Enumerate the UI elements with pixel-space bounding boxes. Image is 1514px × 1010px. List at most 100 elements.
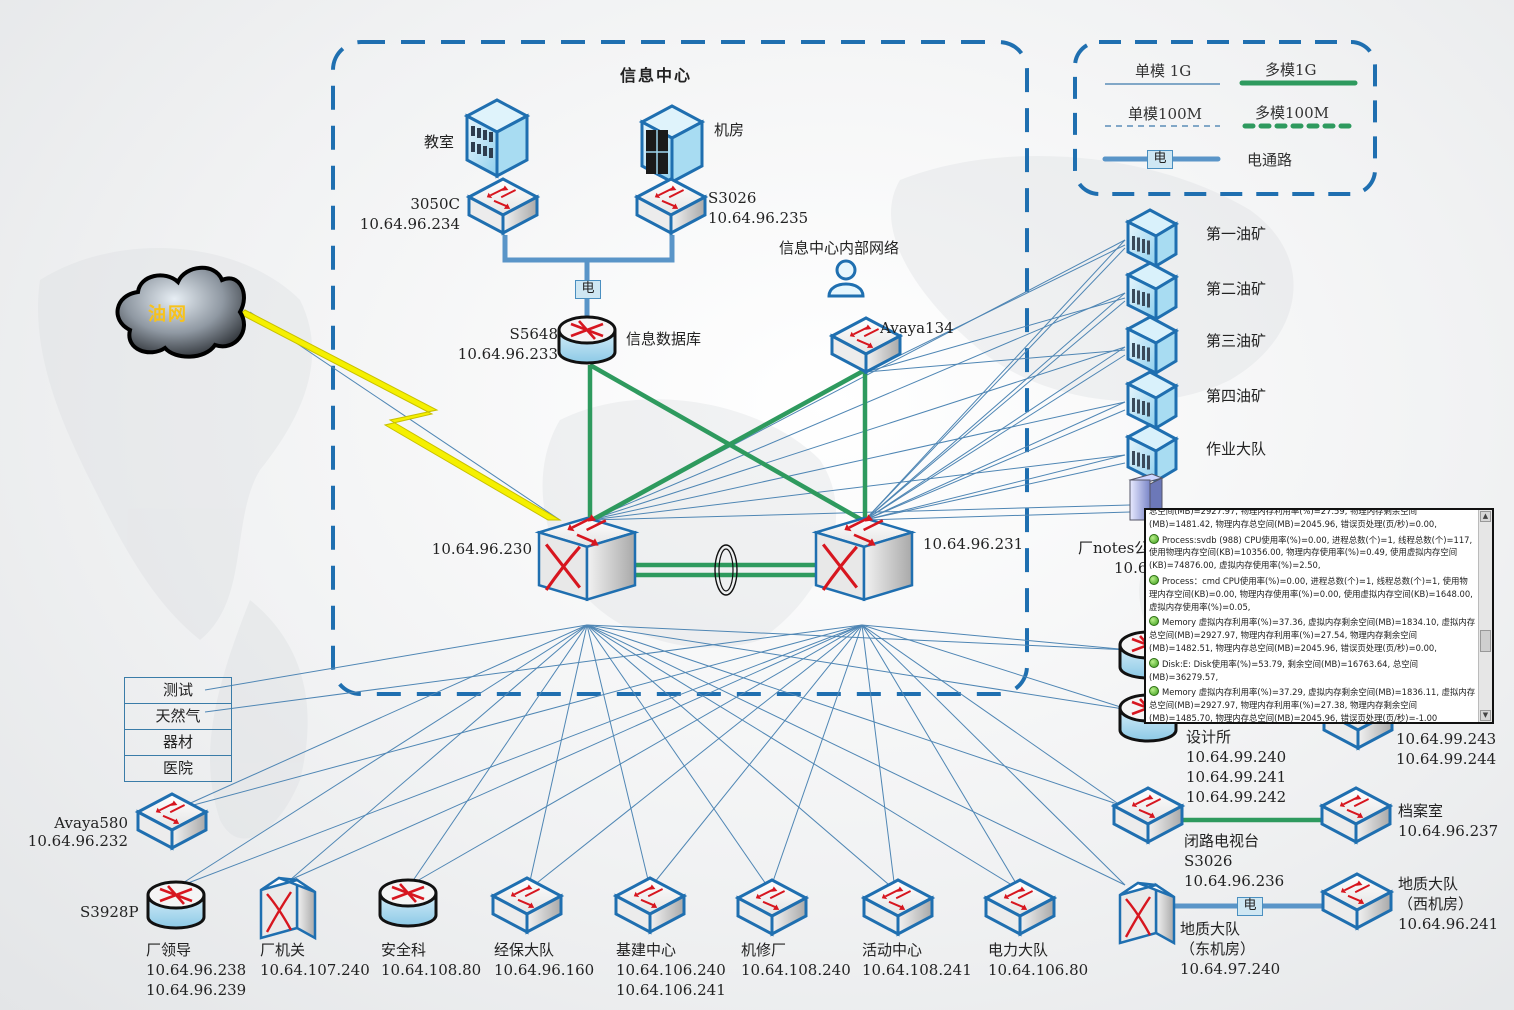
avaya134-label: Avaya134: [880, 319, 954, 337]
oil-mine-3-label: 第三油矿: [1206, 332, 1267, 350]
router-safety-dept[interactable]: [378, 878, 438, 928]
wireless-link-bolt-icon: [239, 309, 562, 521]
node-cctv: 闭路电视台 S3026 10.64.96.236: [1184, 832, 1285, 890]
legend-multi-100m-label: 多模100M: [1255, 104, 1329, 122]
scroll-thumb[interactable]: [1480, 630, 1491, 652]
node-construction-center: 基建中心 10.64.106.240 10.64.106.241: [616, 941, 726, 999]
single-mode-links: [174, 239, 1131, 891]
status-ok-icon: [1149, 657, 1159, 668]
oil-mine-2-label: 第二油矿: [1206, 280, 1267, 298]
sw-s3026-model: S3026: [708, 189, 757, 207]
switch-cctv[interactable]: [1110, 786, 1186, 845]
classroom-label: 教室: [424, 133, 455, 151]
switch-avaya580[interactable]: [134, 792, 210, 851]
link-aggregation-ring: [714, 544, 738, 596]
category-item: 天然气: [125, 704, 231, 730]
node-right-switch: 10.64.99.243 10.64.99.244: [1396, 730, 1497, 768]
node-power-brigade: 电力大队 10.64.106.80: [988, 941, 1089, 979]
switch-geo-west[interactable]: [1319, 872, 1395, 931]
switch-avaya134[interactable]: [828, 316, 904, 375]
switch-security-brigade[interactable]: [489, 876, 565, 935]
core-right-ip: 10.64.96.231: [923, 535, 1024, 553]
popup-content: 总空间(MB)=2927.97, 物理内存利用率(%)=27.59, 物理内存剩…: [1149, 508, 1476, 723]
info-center-title: 信息中心: [620, 66, 693, 85]
switch-s3026[interactable]: [633, 177, 709, 236]
category-item: 测试: [125, 678, 231, 704]
notes-server-ip: 10.6: [1114, 559, 1148, 577]
category-list: 测试 天然气 器材 医院: [124, 677, 232, 782]
operation-brigade-label: 作业大队: [1206, 440, 1267, 458]
legend-single-100m-label: 单模100M: [1128, 105, 1202, 123]
internal-network-label: 信息中心内部网络: [779, 239, 900, 257]
node-activity-center: 活动中心 10.64.108.241: [862, 941, 972, 979]
info-database-label: 信息数据库: [626, 330, 702, 348]
legend-frame: [1073, 40, 1377, 196]
user-icon: [827, 259, 865, 298]
monitoring-popup[interactable]: 总空间(MB)=2927.97, 物理内存利用率(%)=27.59, 物理内存剩…: [1144, 508, 1494, 724]
core-left-ip: 10.64.96.230: [431, 540, 532, 558]
legend-electric-tag: 电: [1147, 150, 1173, 169]
popup-scrollbar[interactable]: ▲ ▼: [1478, 510, 1492, 722]
node-safety-dept: 安全科 10.64.108.80: [381, 941, 482, 979]
node-geo-west: 地质大队 （西机房） 10.64.96.241: [1398, 875, 1499, 933]
category-item: 医院: [162, 759, 193, 777]
avaya580-model: Avaya580: [54, 814, 128, 832]
cloud-icon: [115, 265, 246, 359]
switch-geo-east[interactable]: [1118, 881, 1176, 946]
node-security-brigade: 经保大队 10.64.96.160: [494, 941, 595, 979]
status-ok-icon: [1149, 533, 1159, 544]
node-factory-leaders: 厂领导 10.64.96.238 10.64.96.239: [146, 941, 247, 999]
geo-electric-tag: 电: [1237, 897, 1263, 916]
switch-construction-center[interactable]: [612, 876, 688, 935]
legend-single-1g-label: 单模 1G: [1135, 62, 1192, 80]
node-design-institute: 设计所 10.64.99.240 10.64.99.241 10.64.99.2…: [1186, 728, 1287, 806]
s3928p-model: S3928P: [80, 903, 139, 921]
oil-mine-building-icon-1: [1124, 208, 1180, 269]
status-ok-icon: [1149, 616, 1159, 627]
switch-archive[interactable]: [1318, 786, 1394, 845]
core-switch-left[interactable]: [534, 514, 640, 602]
switch-repair-factory[interactable]: [734, 878, 810, 937]
oil-mine-building-icon-5: [1124, 423, 1180, 484]
popup-line: Process：cmd CPU使用率(%)=0.00, 进程总数(个)=1, 线…: [1149, 574, 1473, 612]
node-repair-factory: 机修厂 10.64.108.240: [741, 941, 851, 979]
node-factory-office: 厂机关 10.64.107.240: [260, 941, 370, 979]
popup-line: Process:svdb (988) CPU使用率(%)=0.00, 进程总数(…: [1149, 533, 1473, 571]
oil-mine-1-label: 第一油矿: [1206, 225, 1267, 243]
oil-network-cloud-label: 油网: [148, 304, 188, 325]
scroll-down-arrow-icon[interactable]: ▼: [1480, 710, 1491, 721]
switch-power-brigade[interactable]: [982, 878, 1058, 937]
scroll-up-arrow-icon[interactable]: ▲: [1480, 511, 1491, 522]
node-archive: 档案室 10.64.96.237: [1398, 802, 1499, 840]
popup-line: 总空间(MB)=2927.97, 物理内存利用率(%)=27.59, 物理内存剩…: [1149, 508, 1437, 529]
router-s3928p[interactable]: [146, 880, 206, 930]
legend-electric-label: 电通路: [1247, 151, 1293, 169]
popup-line: Disk:E: Disk使用率(%)=53.79, 剩余空间(MB)=16763…: [1149, 657, 1418, 682]
node-geo-east: 地质大队 （东机房） 10.64.97.240: [1180, 920, 1281, 978]
popup-line: Memory 虚拟内存利用率(%)=37.29, 虚拟内存剩余空间(MB)=18…: [1149, 686, 1476, 723]
switch-activity-center[interactable]: [860, 878, 936, 937]
classroom-building-icon: [463, 98, 531, 179]
category-item: 器材: [125, 730, 231, 756]
switch-factory-office[interactable]: [259, 876, 317, 941]
router-s5648-model: S5648: [509, 325, 558, 343]
oil-mine-building-icon-2: [1124, 261, 1180, 322]
legend-multi-1g-label: 多模1G: [1265, 61, 1317, 79]
sw-s3026-ip: 10.64.96.235: [708, 209, 809, 227]
info-center-electric-tag: 电: [575, 280, 601, 299]
oil-mine-4-label: 第四油矿: [1206, 387, 1267, 405]
sw-3050c-ip: 10.64.96.234: [359, 215, 460, 233]
multi-mode-links: [587, 363, 1325, 823]
world-map-background: [38, 156, 1294, 839]
router-s5648-ip: 10.64.96.233: [457, 345, 558, 363]
status-ok-icon: [1149, 686, 1159, 697]
status-ok-icon: [1149, 574, 1159, 585]
switch-3050c[interactable]: [465, 177, 541, 236]
core-switch-right[interactable]: [811, 514, 917, 602]
router-s5648[interactable]: [557, 315, 617, 365]
notes-server-label: 厂notes公: [1078, 539, 1150, 557]
avaya580-ip: 10.64.96.232: [27, 832, 128, 850]
machine-room-building-icon: [638, 104, 706, 185]
